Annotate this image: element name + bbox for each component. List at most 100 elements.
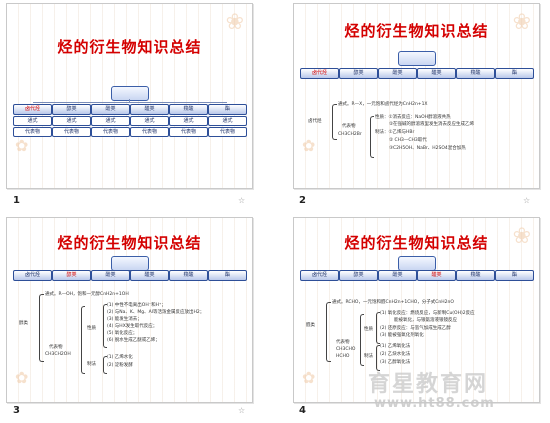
slide-title: 烃的衍生物知识总结 [344, 22, 489, 40]
root-label: 醛类 [306, 323, 315, 328]
decorative-ornament: ❀ [512, 10, 531, 35]
representative-formula: HCHO [336, 354, 350, 359]
preparation-text: ③C2H5OH、NaBr、H2SO4混合加热 [389, 146, 466, 151]
formula-box: 通式 [208, 116, 247, 126]
nav-acid[interactable]: 羧酸 [456, 270, 495, 281]
brace [360, 314, 364, 366]
slide-thumbnail-3[interactable]: ✿ 烃的衍生物知识总结 卤代烃 醇类 酚类 醛类 羧酸 酯 醇类 通式。R—OH… [6, 217, 253, 403]
slide-number: 2 [299, 195, 306, 206]
category-nav: 卤代烃 醇类 酚类 醛类 羧酸 酯 [13, 104, 247, 115]
nav-aldehyde[interactable]: 醛类 [130, 104, 169, 115]
brace [376, 345, 380, 371]
slide-transition-icon[interactable]: ☆ [238, 406, 246, 415]
representative-box: 代表物 [52, 127, 91, 137]
property-text: 能被氧化，与银氨溶液银镜反应 [394, 318, 457, 323]
nav-phenol[interactable]: 酚类 [91, 270, 130, 281]
nav-aldehyde[interactable]: 醛类 [130, 270, 169, 281]
brace [103, 356, 107, 374]
representative-box: 代表物 [169, 127, 208, 137]
property-text: (2) 还原反应：与氢气加成生成乙醇 [380, 326, 451, 331]
property-text: (5) 氧化反应； [107, 331, 138, 336]
nav-alcohol[interactable]: 醇类 [339, 68, 378, 79]
brace [103, 304, 107, 348]
property-text: 性质：①消去反应：NaOH醇溶液共热 [375, 115, 451, 120]
brace [326, 302, 331, 362]
slide-title: 烃的衍生物知识总结 [57, 38, 202, 56]
decorative-ornament: ✿ [302, 136, 316, 155]
formula-text: 通式。R—X，一元饱和卤代烃为CnH2n+1X [338, 102, 428, 107]
preparation-text: (2) 乙炔水化法 [380, 352, 411, 357]
slide-number: 4 [299, 405, 306, 416]
root-node [398, 256, 436, 271]
nav-phenol[interactable]: 酚类 [378, 270, 417, 281]
nav-ester[interactable]: 酯 [495, 68, 534, 79]
property-label: 性质 [87, 326, 96, 331]
nav-haloalkane[interactable]: 卤代烃 [13, 270, 52, 281]
nav-acid[interactable]: 羧酸 [169, 104, 208, 115]
nav-aldehyde[interactable]: 醛类 [417, 68, 456, 79]
category-nav: 卤代烃 醇类 酚类 醛类 羧酸 酯 [300, 270, 534, 281]
property-text: (1) 中性不电离出OH⁻和H⁺； [107, 303, 166, 308]
slide-thumbnail-4[interactable]: ❀ ✿ 烃的衍生物知识总结 卤代烃 醇类 酚类 醛类 羧酸 酯 醛类 通式。RC… [293, 217, 540, 403]
connector [129, 99, 130, 103]
formula-text: 通式。R—OH，饱和一元醇CnH2n+1OH [45, 292, 129, 297]
nav-haloalkane[interactable]: 卤代烃 [13, 104, 52, 115]
category-nav: 卤代烃 醇类 酚类 醛类 羧酸 酯 [300, 68, 534, 79]
preparation-text: (1) 乙烯水化 [107, 355, 133, 360]
brace [81, 306, 85, 374]
representative-label: 代表物 [342, 124, 356, 129]
nav-ester[interactable]: 酯 [208, 270, 247, 281]
brace [370, 116, 374, 158]
slide-background [294, 4, 539, 188]
brace [376, 312, 380, 344]
nav-alcohol[interactable]: 醇类 [52, 270, 91, 281]
property-text: (3) 能被强氧化剂氧化 [380, 333, 424, 338]
decorative-ornament: ✿ [15, 136, 29, 155]
nav-acid[interactable]: 羧酸 [456, 68, 495, 79]
nav-haloalkane[interactable]: 卤代烃 [300, 68, 339, 79]
nav-acid[interactable]: 羧酸 [169, 270, 208, 281]
preparation-text: (1) 乙烯氧化法 [380, 344, 411, 349]
property-text: (6) 脱水生成乙醚或乙烯； [107, 338, 160, 343]
formula-box: 通式 [169, 116, 208, 126]
representative-box: 代表物 [130, 127, 169, 137]
slide-number: 1 [13, 195, 20, 206]
watermark-url: www.ht88.com [374, 396, 495, 411]
representative-formula: CH3CH2OH [45, 352, 71, 357]
nav-phenol[interactable]: 酚类 [378, 68, 417, 79]
property-label: 性质 [364, 327, 373, 332]
property-text: (1) 氧化反应：燃烧反应，与新制Cu(OH)2反应 [380, 311, 475, 316]
slide-transition-icon[interactable]: ☆ [238, 196, 246, 205]
slide-transition-icon[interactable]: ☆ [523, 196, 531, 205]
nav-haloalkane[interactable]: 卤代烃 [300, 270, 339, 281]
slide-thumbnail-2[interactable]: ❀ ✿ 烃的衍生物知识总结 卤代烃 醇类 酚类 醛类 羧酸 酯 卤代烃 通式。R… [293, 3, 540, 189]
slide-thumbnail-1[interactable]: ❀ ✿ 烃的衍生物知识总结 卤代烃 醇类 酚类 醛类 羧酸 酯 通式 通式 通式… [6, 3, 253, 189]
brace [39, 294, 44, 362]
nav-alcohol[interactable]: 醇类 [52, 104, 91, 115]
formula-box: 通式 [52, 116, 91, 126]
nav-alcohol[interactable]: 醇类 [339, 270, 378, 281]
decorative-ornament: ❀ [225, 10, 244, 35]
slide-title: 烃的衍生物知识总结 [57, 234, 202, 252]
representative-formula: CH3CH2Br [338, 132, 362, 137]
preparation-label: 制法 [364, 354, 373, 359]
nav-aldehyde[interactable]: 醛类 [417, 270, 456, 281]
slide-number: 3 [13, 405, 20, 416]
nav-ester[interactable]: 酯 [495, 270, 534, 281]
nav-ester[interactable]: 酯 [208, 104, 247, 115]
brace [332, 104, 337, 140]
representative-label: 代表物 [49, 345, 63, 350]
property-text: ②在强碱的醇溶液里发生消去反应生成乙烯 [389, 122, 475, 127]
representative-label: 代表物 [336, 340, 350, 345]
property-text: (2) 与Na、K、Mg、Al等活泼金属反应放出H2； [107, 310, 205, 315]
representative-box: 代表物 [13, 127, 52, 137]
representative-formula: CH3CHO [336, 347, 356, 352]
property-text: (4) 与HX发生取代反应； [107, 324, 158, 329]
formula-box: 通式 [91, 116, 130, 126]
decorative-ornament: ✿ [15, 368, 29, 387]
root-node [111, 86, 149, 101]
representative-box: 代表物 [91, 127, 130, 137]
decorative-ornament: ❀ [512, 224, 531, 249]
formula-text: 通式。RCHO，一元饱和醛CnH2n+1CHO，分子式CnH2nO [332, 300, 454, 305]
nav-phenol[interactable]: 酚类 [91, 104, 130, 115]
